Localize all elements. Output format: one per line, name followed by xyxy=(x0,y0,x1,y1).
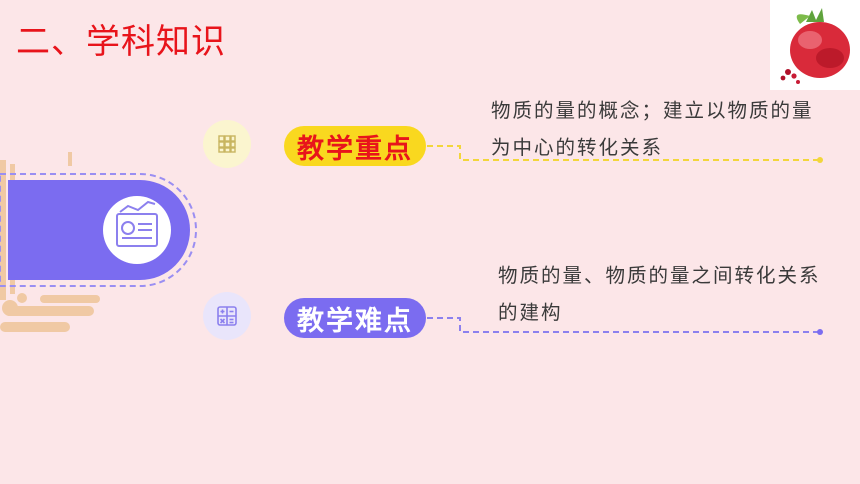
pomegranate-image xyxy=(770,0,860,90)
key-point-text: 物质的量的概念；建立以物质的量为中心的转化关系 xyxy=(491,99,814,159)
key-point-label: 教学重点 xyxy=(284,126,426,166)
calculator-icon xyxy=(217,306,237,326)
cube-icon xyxy=(218,135,236,153)
center-panel xyxy=(0,173,197,287)
difficult-point-label: 教学难点 xyxy=(284,298,426,338)
page-title: 二、学科知识 xyxy=(16,22,226,62)
difficult-point-text: 物质的量、物质的量之间转化关系的建构 xyxy=(498,264,821,324)
difficult-point-badge xyxy=(203,292,251,340)
chart-report-icon xyxy=(116,200,158,247)
key-point-badge xyxy=(203,120,251,168)
